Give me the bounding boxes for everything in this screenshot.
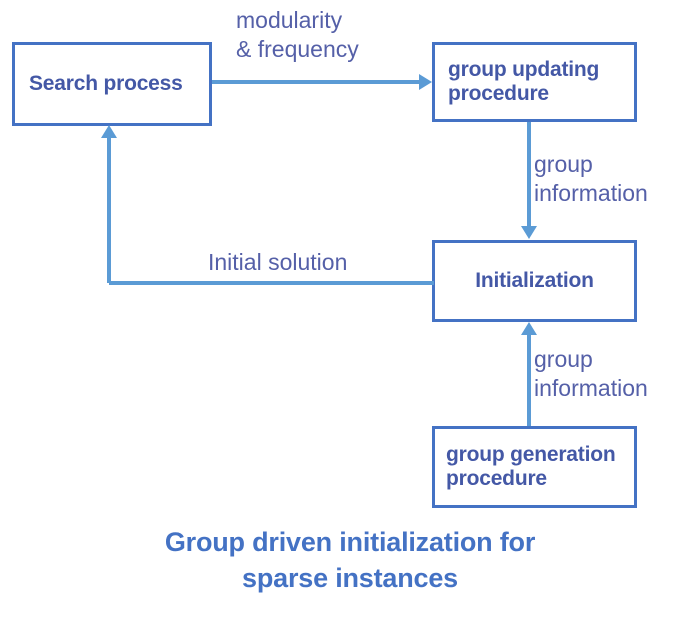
diagram-caption: Group driven initialization for sparse i… (164, 527, 536, 593)
edge-initialization-to-search-vertical-line (107, 138, 111, 283)
edge-group-generation-to-initialization-line (527, 335, 531, 426)
node-search-process[interactable]: Search process (12, 42, 212, 126)
edge-label-modularity-frequency: modularity & frequency (236, 7, 359, 62)
node-initialization-label: Initialization (475, 269, 594, 293)
edge-initialization-to-search-horizontal-line (109, 281, 434, 285)
node-group-generation-procedure-label: group generation procedure (446, 443, 616, 490)
node-group-updating-procedure-label: group updating procedure (448, 58, 600, 105)
edge-group-updating-to-initialization-line (527, 122, 531, 228)
edge-label-group-information-top: group information (534, 151, 648, 206)
edge-search-to-group-updating-arrowhead-icon (419, 74, 432, 90)
node-initialization[interactable]: Initialization (432, 240, 637, 322)
node-group-updating-procedure[interactable]: group updating procedure (432, 42, 637, 122)
edge-group-generation-to-initialization-arrowhead-icon (521, 322, 537, 335)
node-group-generation-procedure[interactable]: group generation procedure (432, 426, 637, 508)
edge-label-initial-solution: Initial solution (208, 249, 348, 275)
edge-search-to-group-updating-line (212, 80, 420, 84)
node-search-process-label: Search process (29, 72, 183, 96)
edge-group-updating-to-initialization-arrowhead-icon (521, 226, 537, 239)
edge-label-group-information-bottom: group information (534, 346, 648, 401)
edge-initialization-to-search-arrowhead-icon (101, 125, 117, 138)
